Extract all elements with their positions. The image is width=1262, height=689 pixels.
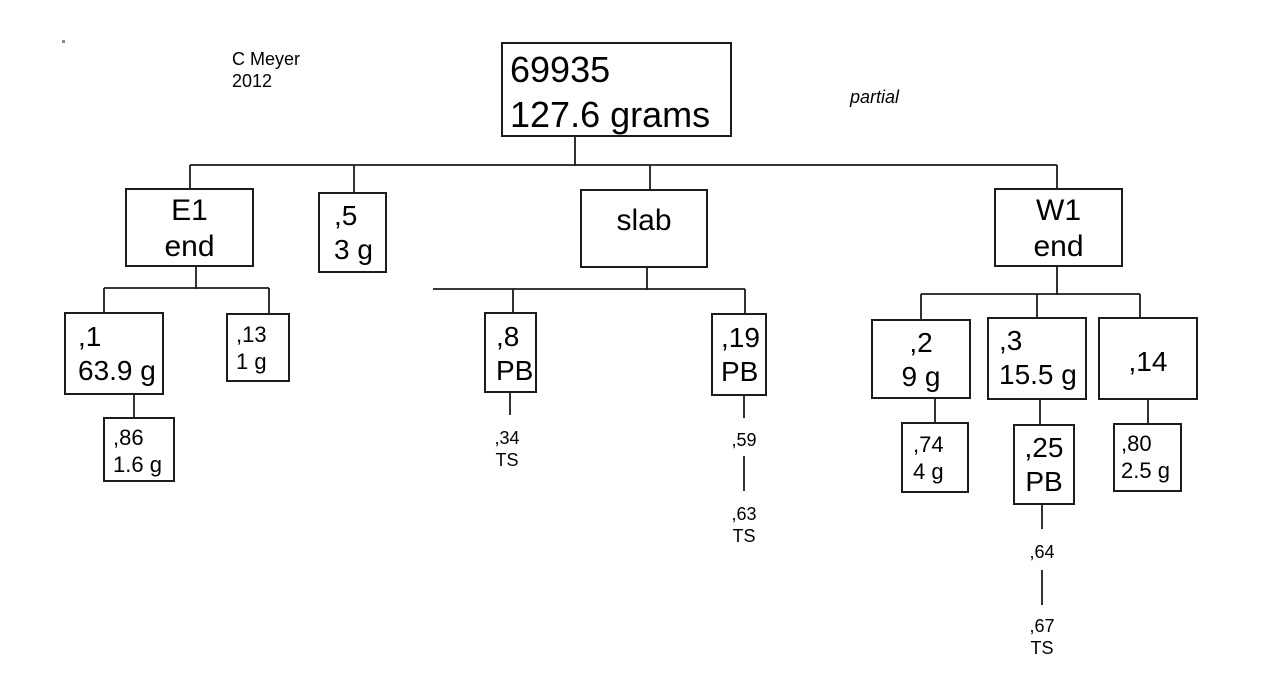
node-e1-end: E1 end [125,188,254,267]
node-5: ,5 3 g [318,192,387,273]
node-label: ,59 [731,430,757,450]
node-type: PB [721,356,759,387]
node-type: PB [496,355,534,386]
node-w1-end: W1 end [994,188,1123,267]
node-type: PB [1025,466,1063,497]
node-type: TS [1030,638,1054,658]
node-mass: 2.5 g [1121,458,1170,483]
node-19: ,19 PB [711,313,767,396]
node-25: ,25 PB [1013,424,1075,505]
node-mass: 127.6 grams [510,94,711,135]
credit: C Meyer 2012 [232,48,300,92]
corner-mark [62,40,65,43]
node-label: ,13 [236,322,267,347]
credit-year: 2012 [232,71,273,91]
node-86: ,86 1.6 g [103,417,175,482]
node-13: ,13 1 g [226,313,290,382]
node-14: ,14 [1098,317,1198,400]
node-mass: 9 g [901,361,941,392]
label-67: ,67 TS [1011,615,1073,659]
node-label: ,34 [494,428,520,448]
node-sublabel: end [1033,230,1084,263]
node-3: ,3 15.5 g [987,317,1087,400]
node-mass: 3 g [334,234,373,265]
node-label: ,5 [334,200,358,231]
node-label: ,2 [909,327,933,358]
label-34: ,34 TS [476,427,538,471]
node-80: ,80 2.5 g [1113,423,1182,492]
node-mass: 15.5 g [999,359,1077,390]
node-label: ,80 [1121,431,1152,456]
node-1: ,1 63.9 g [64,312,164,395]
node-sublabel: end [164,230,215,263]
note-partial: partial [850,87,900,107]
label-63: ,63 TS [713,503,775,547]
credit-author: C Meyer [232,49,301,69]
node-label: ,14 [1128,346,1168,377]
node-label: ,64 [1029,542,1055,562]
node-label: ,8 [496,321,520,352]
node-label: W1 [1036,194,1081,227]
node-label: ,74 [913,432,944,457]
node-id: 69935 [510,49,611,90]
label-64: ,64 [1011,541,1073,563]
node-type: TS [732,526,756,546]
node-label: ,19 [721,322,760,353]
node-label: ,1 [78,321,102,352]
node-mass: 1 g [236,349,267,374]
node-label: ,86 [113,425,144,450]
node-label: slab [616,204,672,237]
node-label: ,3 [999,325,1023,356]
node-2: ,2 9 g [871,319,971,399]
node-mass: 4 g [913,459,944,484]
node-69935: 69935 127.6 grams [501,42,732,137]
node-label: ,25 [1024,432,1064,463]
node-slab: slab [580,189,708,268]
node-mass: 63.9 g [78,355,156,386]
node-label: E1 [171,194,208,227]
node-label: ,63 [731,504,757,524]
node-label: ,67 [1029,616,1055,636]
node-mass: 1.6 g [113,452,162,477]
label-59: ,59 [713,429,775,451]
node-8: ,8 PB [484,312,537,393]
node-74: ,74 4 g [901,422,969,493]
node-type: TS [495,450,519,470]
